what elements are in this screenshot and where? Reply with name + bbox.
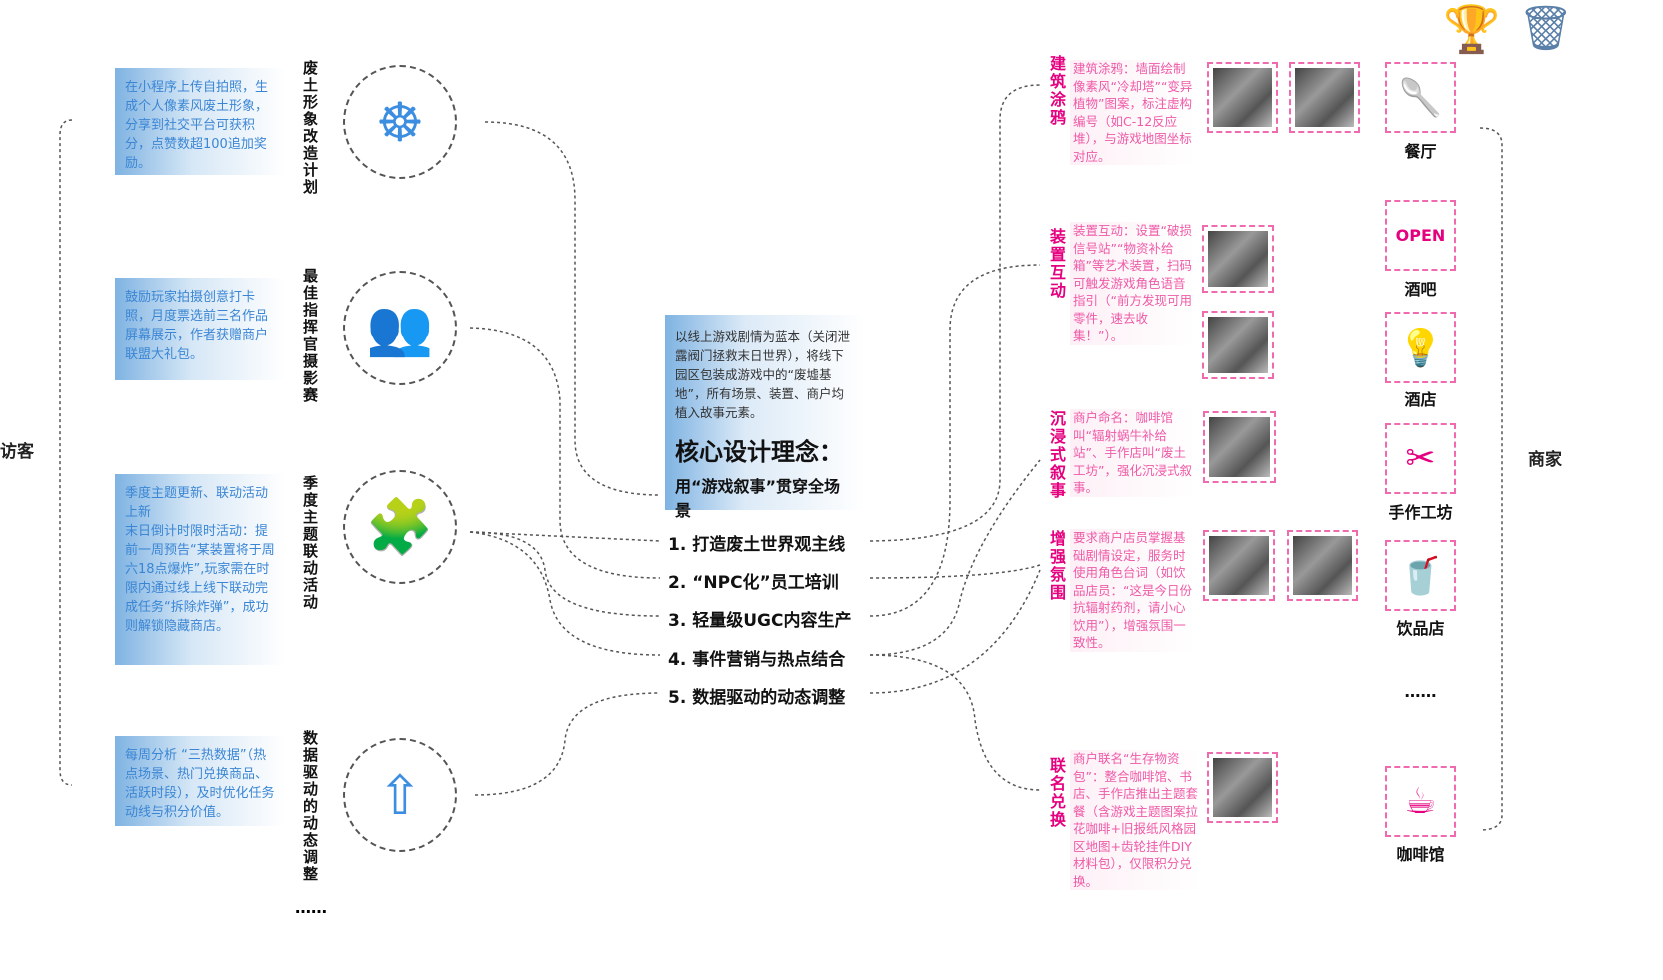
right-title-2: 装置互动 (1050, 227, 1067, 300)
right-desc-3: 商户命名：咖啡馆叫“辐射蜗牛补给站”、手作店叫“废土工坊”，强化沉浸式叙事。 (1070, 409, 1196, 497)
head-gear-icon: ☸ (343, 65, 457, 179)
narrative-photo (1203, 411, 1276, 483)
spoon-icon: 🥄 (1385, 62, 1456, 133)
right-title-5: 联名兑换 (1050, 756, 1067, 829)
left-more: …… (295, 898, 327, 917)
merchant-label: 商家 (1528, 450, 1562, 470)
principle-3: 3. 轻量级UGC内容生产 (668, 611, 852, 631)
merchant-label-3: 酒店 (1404, 390, 1437, 409)
left-desc-1: 在小程序上传自拍照，生成个人像素风废土形象，分享到社交平台可获积分，点赞数超10… (115, 68, 285, 175)
right-title-1: 建筑涂鸦 (1050, 54, 1067, 127)
left-desc-4: 每周分析 “三热数据”（热点场景、热门兑换商品、活跃时段），及时优化任务动线与积… (115, 736, 285, 826)
atmosphere-photo-2 (1287, 530, 1358, 601)
principle-5: 5. 数据驱动的动态调整 (668, 688, 846, 708)
left-title-1: 废土形象改造计划 (303, 59, 319, 196)
visitor-label: 访客 (0, 442, 34, 462)
graffiti-photo-2 (1289, 62, 1360, 133)
podium-team-icon: 👥 (343, 271, 457, 385)
atmosphere-photo-1 (1203, 530, 1275, 601)
graffiti-photo-1 (1207, 62, 1278, 133)
merchant-label-5: 饮品店 (1396, 619, 1445, 638)
right-desc-2: 装置互动：设置“破损信号站”“物资补给箱”等艺术装置，扫码可触发游戏角色语音指引… (1070, 222, 1196, 345)
principle-1: 1. 打造废土世界观主线 (668, 535, 846, 555)
installation-photo-1 (1202, 225, 1274, 293)
merchant-label-4: 手作工坊 (1388, 503, 1453, 522)
principle-2: 2. “NPC化”员工培训 (668, 573, 839, 593)
trophy-icon: 🏆 (1443, 2, 1501, 56)
merchant-label-1: 餐厅 (1404, 142, 1437, 161)
right-desc-5: 商户联名“生存物资包”：整合咖啡馆、书店、手作店推出主题套餐（含游戏主题图案拉花… (1070, 750, 1201, 890)
core-subheading: 用“游戏叙事”贯穿全场景 (675, 477, 841, 520)
growth-arrows-icon: ⇧ (343, 738, 457, 852)
merchant-more: …… (1404, 682, 1437, 701)
cobrand-photo (1207, 752, 1278, 823)
lamps-icon: 💡 (1385, 312, 1456, 383)
core-concept-box: 以线上游戏剧情为蓝本（关闭泄露阀门拯救末日世界），将线下园区包装成游戏中的“废墟… (665, 315, 865, 520)
right-desc-1: 建筑涂鸦：墙面绘制像素风“冷却塔”“变异植物”图案，标注虚构编号（如C-12反应… (1070, 60, 1196, 165)
merchant-label-2: 酒吧 (1404, 280, 1437, 299)
installation-photo-2 (1202, 311, 1274, 379)
right-title-4: 增强氛围 (1050, 529, 1067, 602)
core-heading: 核心设计理念： (675, 438, 843, 466)
core-intro: 以线上游戏剧情为蓝本（关闭泄露阀门拯救末日世界），将线下园区包装成游戏中的“废墟… (675, 329, 851, 420)
left-title-3: 季度主题 联动活动 (303, 474, 319, 611)
left-title-2: 最佳指挥官摄影赛 (303, 267, 319, 404)
right-title-3: 沉浸式叙事 (1050, 409, 1067, 500)
principle-4: 4. 事件营销与热点结合 (668, 650, 846, 670)
coffee-cup-icon: ☕ (1385, 766, 1456, 837)
puzzle-icon: 🧩 (343, 470, 457, 584)
merchant-label-6: 咖啡馆 (1396, 845, 1445, 864)
left-desc-2: 鼓励玩家拍摄创意打卡照，月度票选前三名作品屏幕展示，作者获赠商户联盟大礼包。 (115, 278, 285, 380)
left-desc-3: 季度主题更新、联动活动上新 末日倒计时限时活动：提前一周预告“某装置将于周六18… (115, 474, 285, 665)
right-desc-4: 要求商户店员掌握基础剧情设定，服务时使用角色台词（如饮品店员：“这是今日份抗辐射… (1070, 529, 1196, 652)
craft-icon: ✂ (1385, 423, 1456, 494)
open-sign-icon: OPEN (1385, 200, 1456, 271)
left-title-4: 数据驱动的动态调整 (303, 729, 319, 883)
drink-cup-icon: 🥤 (1385, 540, 1456, 611)
trash-icon[interactable]: 🗑 (1518, 3, 1574, 54)
